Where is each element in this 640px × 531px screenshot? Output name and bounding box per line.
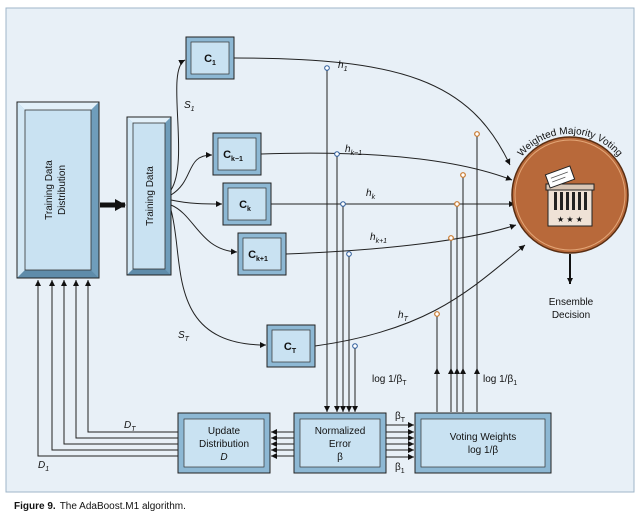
classifier-ck-label: Ck	[239, 199, 251, 213]
training-data-label: Training Data	[145, 166, 156, 226]
svg-text:★ ★ ★: ★ ★ ★	[557, 215, 583, 224]
training-data-distribution-box: Training Data Distribution	[16, 101, 100, 279]
sample-curves	[170, 59, 267, 348]
update-distribution-line2: Distribution	[199, 439, 249, 450]
ht-label: hT	[398, 310, 409, 323]
normalized-error-beta: β	[337, 452, 343, 463]
log-beta-t-label: log 1/βT	[372, 374, 407, 387]
update-distribution-box: Update Distribution D	[177, 412, 271, 474]
training-data-distribution-line1: Training Data	[44, 160, 55, 220]
normalized-error-line1: Normalized	[315, 426, 366, 437]
st-label: ST	[178, 330, 190, 343]
ensemble-decision-line1: Ensemble	[549, 297, 594, 308]
classifier-ct-label: CT	[284, 341, 297, 355]
classifier-ct: CT	[266, 324, 316, 368]
feedback-lines	[35, 280, 178, 457]
hk-minus-1-label: hk−1	[345, 144, 362, 157]
d1-label: D1	[38, 460, 49, 473]
figure-caption: Figure 9.The AdaBoost.M1 algorithm.	[14, 501, 186, 512]
beta-t-label: βT	[395, 411, 406, 424]
weight-junctions	[434, 131, 480, 317]
hk-label: hk	[366, 188, 376, 201]
figure-panel	[5, 7, 635, 493]
classifier-c1-label: C1	[204, 53, 216, 67]
normalized-error-box: Normalized Error β	[293, 412, 387, 474]
weight-feed-lines	[434, 134, 480, 412]
log-beta-1-label: log 1/β1	[483, 374, 517, 387]
ensemble-decision-line2: Decision	[552, 310, 590, 321]
update-distribution-d: D	[220, 452, 227, 463]
hk-plus-1-label: hk+1	[370, 232, 387, 245]
s1-label: S1	[184, 100, 195, 113]
bottom-connectors	[271, 422, 414, 460]
classifier-ck: Ck	[222, 182, 272, 226]
beta-1-label: β1	[395, 462, 405, 475]
voting-weights-line2: log 1/β	[468, 445, 498, 456]
classifier-ck-minus-1-label: Ck−1	[223, 149, 243, 163]
hypothesis-lines	[233, 57, 526, 347]
classifier-c1: C1	[185, 36, 235, 80]
weighted-majority-voting: Weighted Majority Voting ★ ★ ★	[511, 126, 629, 254]
classifier-ck-plus-1: Ck+1	[237, 232, 287, 276]
voting-weights-line1: Voting Weights	[450, 432, 517, 443]
dt-label: DT	[124, 420, 136, 433]
h1-label: h1	[338, 60, 348, 73]
training-data-box: Training Data	[126, 116, 172, 276]
training-data-distribution-line2: Distribution	[57, 165, 68, 215]
normalized-error-line2: Error	[329, 439, 352, 450]
update-distribution-line1: Update	[208, 426, 241, 437]
error-junctions	[324, 65, 358, 349]
classifier-ck-minus-1: Ck−1	[212, 132, 262, 176]
error-feed-lines	[324, 68, 358, 412]
ballot-box-icon: ★ ★ ★	[544, 165, 595, 227]
voting-weights-box: Voting Weights log 1/β	[414, 412, 552, 474]
classifier-ck-plus-1-label: Ck+1	[248, 249, 268, 263]
